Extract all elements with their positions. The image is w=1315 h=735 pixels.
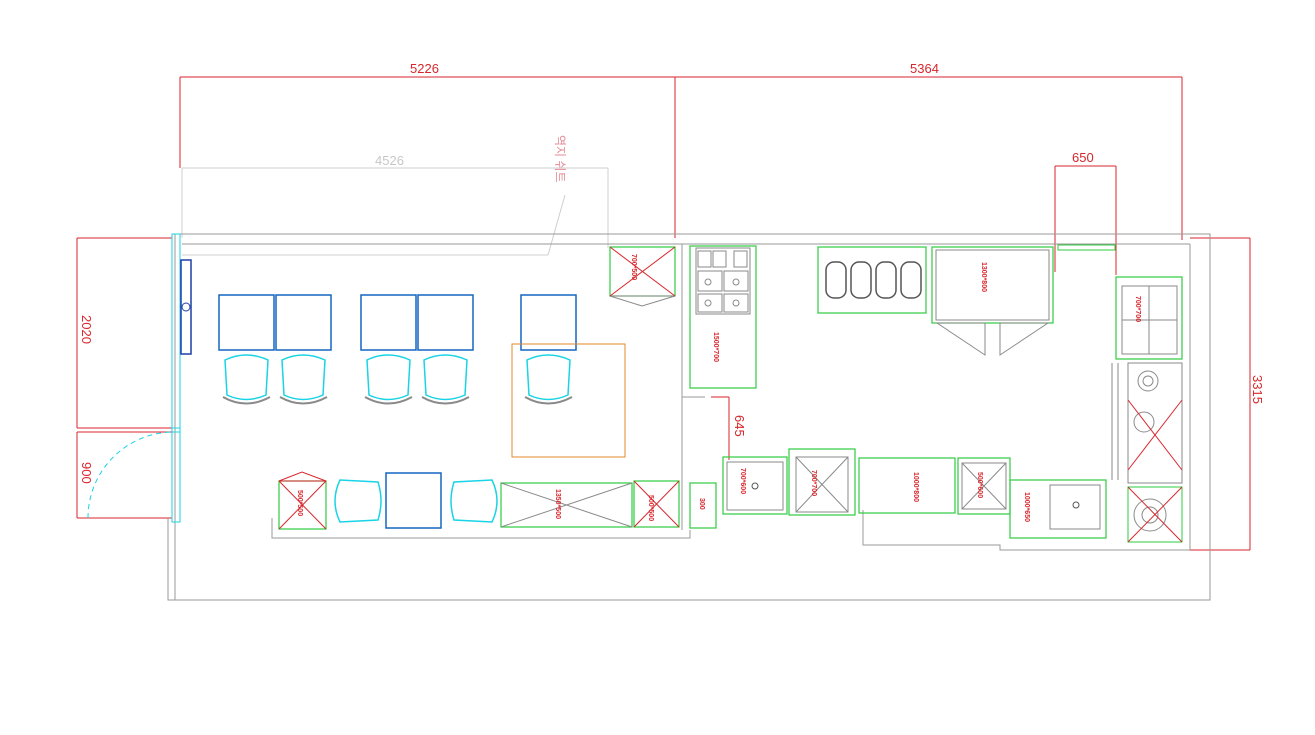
main-fridge xyxy=(931,246,1054,356)
long-sink xyxy=(1009,479,1107,539)
table-4 xyxy=(417,294,474,351)
sink-2 xyxy=(788,448,856,516)
entrance-glazing xyxy=(87,233,181,523)
inner-dimension xyxy=(181,167,609,256)
chair-3 xyxy=(364,354,413,405)
small-unit xyxy=(633,480,680,528)
fryer-pots xyxy=(825,261,922,299)
table-3 xyxy=(360,294,417,351)
board-knob xyxy=(181,302,191,312)
prep-table-label: 1000*800 xyxy=(912,472,919,502)
bottom-chairs xyxy=(334,479,498,523)
table-2 xyxy=(275,294,332,351)
small-box xyxy=(689,482,717,529)
chair-1 xyxy=(222,354,271,405)
chair-4 xyxy=(421,354,470,405)
dim-inner-4526: 4526 xyxy=(375,153,404,168)
building-walls xyxy=(167,233,1211,601)
main-fridge-label: 1300*800 xyxy=(980,262,987,292)
counter-1 xyxy=(500,482,633,528)
fryer-bank xyxy=(817,246,927,314)
dim-645: 645 xyxy=(732,415,747,437)
range-unit-label: 700*700 xyxy=(1134,296,1141,322)
round-table-label: 500*500 xyxy=(296,490,303,516)
work-table xyxy=(689,245,757,389)
chairs-row xyxy=(222,354,573,405)
table-5 xyxy=(520,294,577,351)
right-burner-cross xyxy=(1127,399,1183,543)
round-table-unit xyxy=(278,471,327,530)
table-6 xyxy=(385,472,442,529)
chair-6 xyxy=(334,479,382,523)
dim-left-2020: 2020 xyxy=(79,315,94,344)
small-sink xyxy=(957,457,1011,515)
prep-table xyxy=(858,457,956,514)
small-box-label: 300 xyxy=(698,498,705,510)
shelf-unit-label: 700*500 xyxy=(630,254,637,280)
chair-5 xyxy=(524,354,573,405)
small-sink-label: 500*600 xyxy=(976,472,983,498)
chair-7 xyxy=(450,479,498,523)
cooktop xyxy=(695,247,751,315)
range-unit xyxy=(1115,276,1183,360)
shelf-unit xyxy=(609,246,676,307)
work-table-label: 1500*700 xyxy=(712,332,719,362)
dim-right-3315: 3315 xyxy=(1250,375,1265,404)
wall-shelf xyxy=(1057,244,1116,251)
sink-2-label: 700*700 xyxy=(810,470,817,496)
dimension-lines xyxy=(76,76,1251,551)
dim-top-right: 5364 xyxy=(910,61,939,76)
dim-top-left: 5226 xyxy=(410,61,439,76)
counter-1-label: 1350*500 xyxy=(554,489,561,519)
chair-2 xyxy=(279,354,328,405)
standing-board xyxy=(180,259,192,355)
long-sink-label: 1000*650 xyxy=(1023,492,1030,522)
sink-1 xyxy=(722,456,788,515)
seat-note-label: 역지 쉬트 xyxy=(553,135,567,183)
sink-1-label: 700*600 xyxy=(739,468,746,494)
dim-left-900: 900 xyxy=(79,462,94,484)
dim-650: 650 xyxy=(1072,150,1094,165)
service-area xyxy=(511,343,626,458)
small-unit-label: 500*500 xyxy=(647,495,654,521)
table-1 xyxy=(218,294,275,351)
right-burners xyxy=(1111,362,1183,543)
